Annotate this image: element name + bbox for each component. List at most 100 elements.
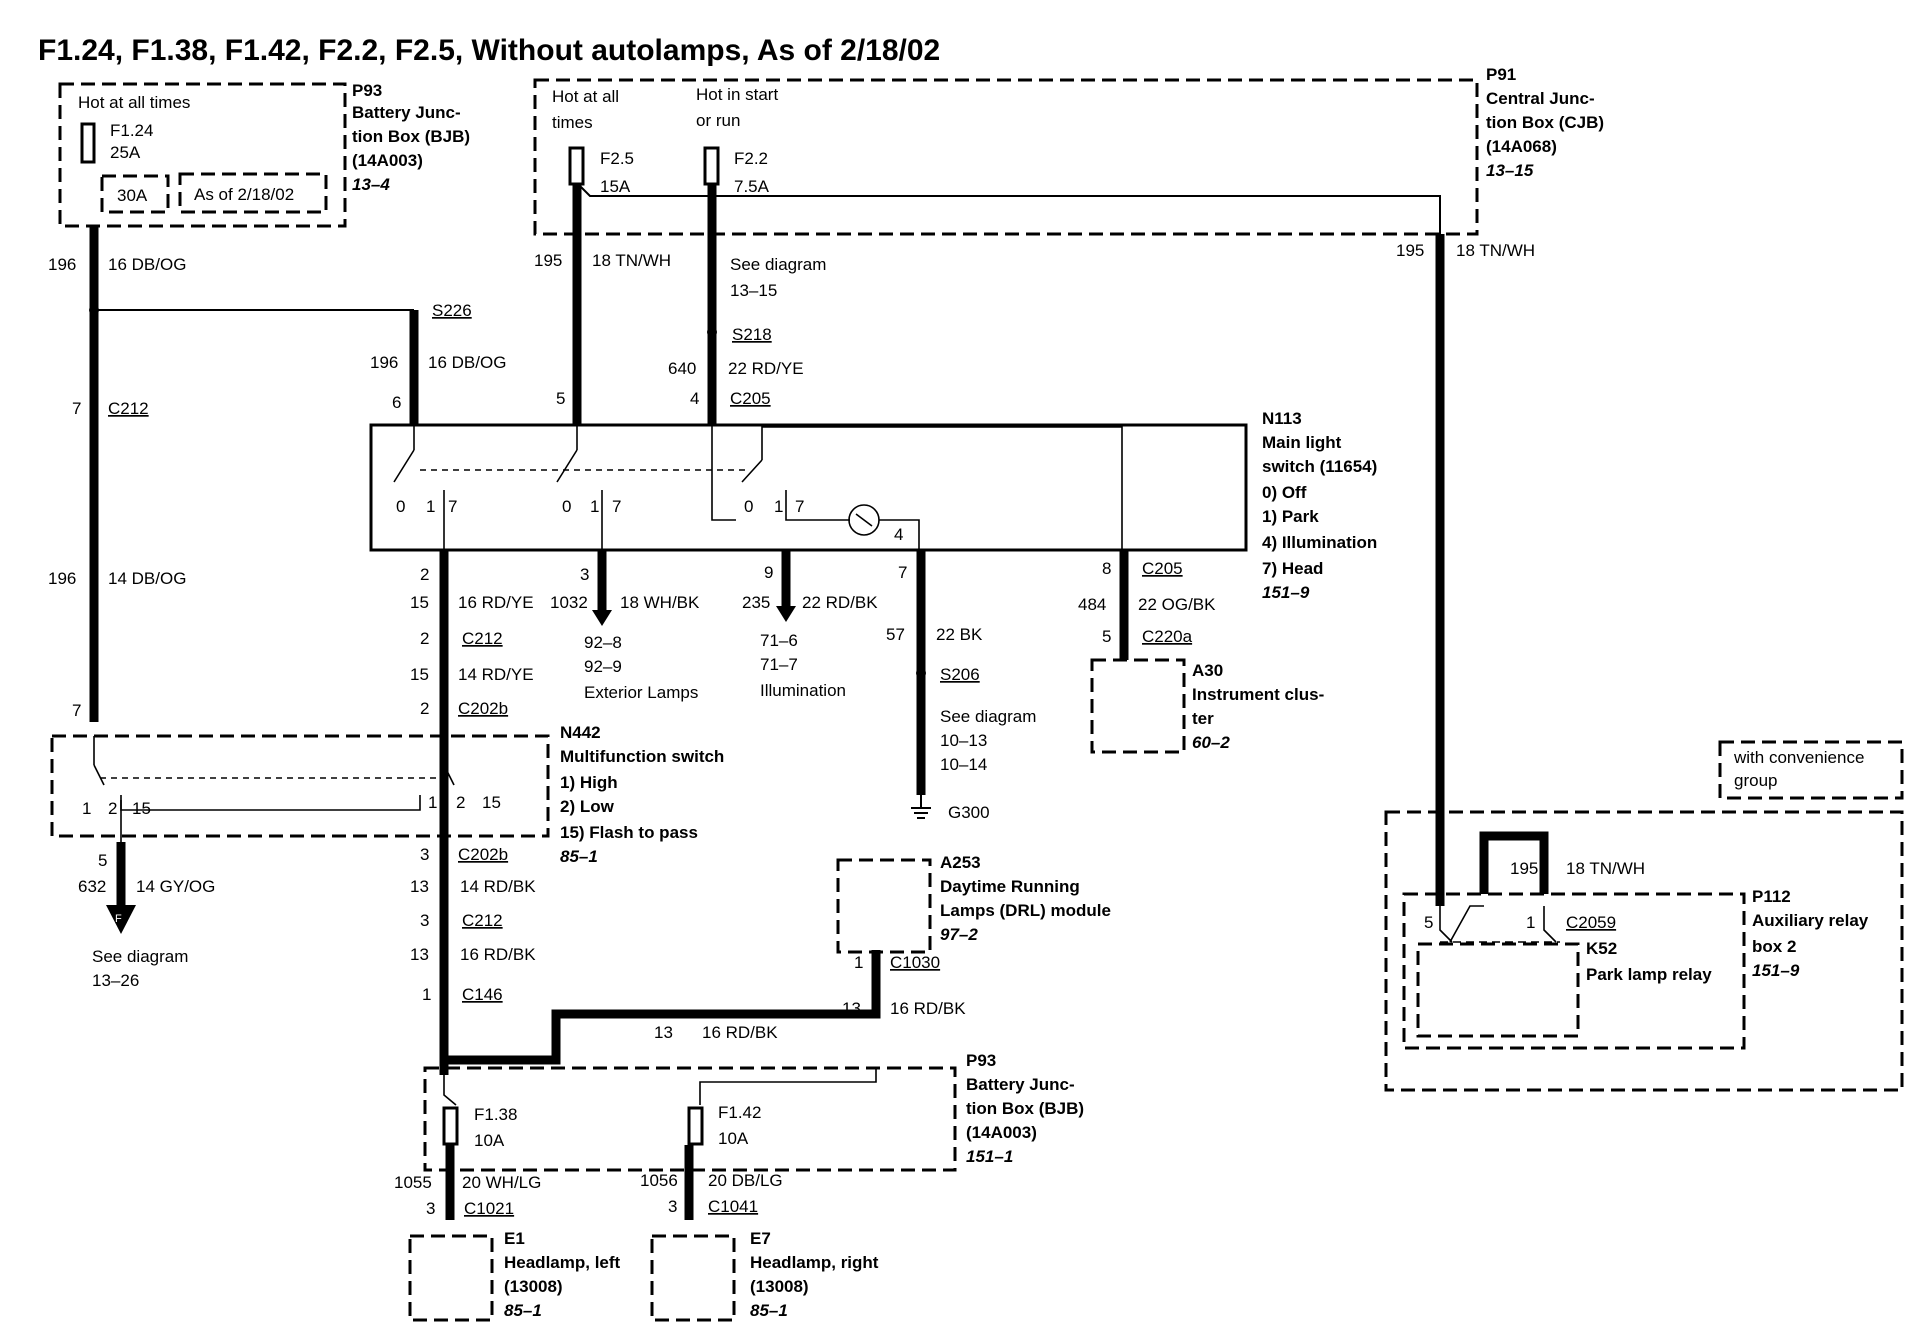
pin-n113-7: 7 — [898, 563, 907, 582]
fuse-f22-rating: 7.5A — [734, 177, 770, 196]
splice-s226: S226 — [432, 301, 472, 320]
e7-line1: Headlamp, right — [750, 1253, 879, 1272]
see-1013-line3: 10–14 — [940, 755, 987, 774]
p91-line1: Central Junc- — [1486, 89, 1595, 108]
see-1315-line2: 13–15 — [730, 281, 777, 300]
n113-position-head: 7) Head — [1262, 559, 1323, 578]
p93-top-line1: Battery Junc- — [352, 103, 461, 122]
arrow-illumination-icon — [776, 606, 796, 622]
wire-15b-gauge: 14 RD/YE — [458, 665, 534, 684]
wire-484-circuit: 484 — [1078, 595, 1106, 614]
wire-196a-circuit: 196 — [48, 255, 76, 274]
wire-13c-circuit: 13 — [654, 1023, 673, 1042]
connector-c1041: C1041 — [708, 1197, 758, 1216]
pin-c1030: 1 — [854, 953, 863, 972]
wire-13d-gauge: 16 RD/BK — [890, 999, 966, 1018]
connector-c1030: C1030 — [890, 953, 940, 972]
pin-c205-5: 5 — [556, 389, 565, 408]
see-1315-line1: See diagram — [730, 255, 826, 274]
wire-640-gauge: 22 RD/YE — [728, 359, 804, 378]
p93-bottom-bjb: F1.38 10A F1.42 10A P93 Battery Junc- ti… — [423, 1051, 1084, 1172]
wire-1055-circuit: 1055 — [394, 1173, 432, 1192]
connector-c220a: C220a — [1142, 627, 1193, 646]
n113-position-off: 0) Off — [1262, 483, 1307, 502]
wire-57-gauge: 22 BK — [936, 625, 983, 644]
e1-ref: 85–1 — [504, 1301, 542, 1320]
p91-note1-line2: times — [552, 113, 593, 132]
n113-pos0-c: 0 — [744, 497, 753, 516]
wire-484-gauge: 22 OG/BK — [1138, 595, 1216, 614]
e1-headlamp-left: E1 Headlamp, left (13008) 85–1 — [408, 1229, 621, 1322]
fuse-f138-rating: 10A — [474, 1131, 505, 1150]
n442-pos1-b: 1 — [428, 793, 437, 812]
wire-13c-gauge: 16 RD/BK — [702, 1023, 778, 1042]
splice-s226-dot — [89, 305, 99, 315]
connector-c202b-b: C202b — [458, 845, 508, 864]
fuse-f22-name: F2.2 — [734, 149, 768, 168]
see-1013-line1: See diagram — [940, 707, 1036, 726]
e1-line2: (13008) — [504, 1277, 563, 1296]
p93-bottom-line2: tion Box (BJB) — [966, 1099, 1084, 1118]
pin-p112-5: 5 — [1424, 913, 1433, 932]
n442-position-high: 1) High — [560, 773, 618, 792]
wire-57-circuit: 57 — [886, 625, 905, 644]
convenience-line2: group — [1734, 771, 1777, 790]
p93-top-ref: 13–4 — [352, 175, 390, 194]
n442-position-flash: 15) Flash to pass — [560, 823, 698, 842]
p93-top-line3: (14A003) — [352, 151, 423, 170]
p93-top-bjb: Hot at all times F1.24 25A 30A As of 2/1… — [58, 81, 470, 228]
wire-13b-gauge: 16 RD/BK — [460, 945, 536, 964]
n113-pos1-c: 1 — [774, 497, 783, 516]
splice-s218: S218 — [732, 325, 772, 344]
a253-line2: Lamps (DRL) module — [940, 901, 1111, 920]
n442-id: N442 — [560, 723, 601, 742]
illum-ref1: 71–6 — [760, 631, 798, 650]
splice-s218-dot — [707, 327, 717, 337]
wire-195a-circuit: 195 — [534, 251, 562, 270]
a30-instrument-cluster: A30 Instrument clus- ter 60–2 — [1090, 658, 1324, 754]
p91-note2-line2: or run — [696, 111, 740, 130]
exterior-ref2: 92–9 — [584, 657, 622, 676]
n442-pos15-b: 15 — [482, 793, 501, 812]
p91-note2-line1: Hot in start — [696, 85, 778, 104]
fuse-f142-name: F1.42 — [718, 1103, 761, 1122]
n442-multifunction-switch: 1 2 15 1 2 15 N442 Multifunction switch … — [50, 723, 724, 866]
n442-pos2-a: 2 — [108, 799, 117, 818]
pin-c202b-3: 3 — [420, 845, 429, 864]
fuse-f25 — [568, 146, 585, 186]
pin-n442-5: 5 — [98, 851, 107, 870]
fuse-f138 — [442, 1106, 459, 1146]
e7-line2: (13008) — [750, 1277, 809, 1296]
fuse-f142 — [687, 1106, 704, 1146]
wire-196b-circuit: 196 — [370, 353, 398, 372]
p112-line2: box 2 — [1752, 937, 1796, 956]
e7-headlamp-right: E7 Headlamp, right (13008) 85–1 — [650, 1229, 879, 1322]
connector-c146: C146 — [462, 985, 503, 1004]
p112-auxiliary-relay-box: P112 Auxiliary relay box 2 151–9 K52 Par… — [1402, 887, 1869, 1050]
see-1326-line2: 13–26 — [92, 971, 139, 990]
wire-1056-gauge: 20 DB/LG — [708, 1171, 783, 1190]
wire-13d-circuit: 13 — [842, 999, 861, 1018]
wire-235-gauge: 22 RD/BK — [802, 593, 878, 612]
wire-15a-circuit: 15 — [410, 593, 429, 612]
diagram-title: F1.24, F1.38, F1.42, F2.2, F2.5, Without… — [38, 34, 940, 67]
p93-top-id: P93 — [352, 81, 382, 100]
n113-pos1-a: 1 — [426, 497, 435, 516]
wire-195a-gauge: 18 TN/WH — [592, 251, 671, 270]
pin-n442-7: 7 — [72, 701, 81, 720]
connector-c202b-a: C202b — [458, 699, 508, 718]
p93-bottom-line1: Battery Junc- — [966, 1075, 1075, 1094]
wire-13b-circuit: 13 — [410, 945, 429, 964]
n113-ref: 151–9 — [1262, 583, 1310, 602]
pin-c212a: 7 — [72, 399, 81, 418]
arrow-f-icon — [106, 905, 136, 934]
pin-c212c: 3 — [420, 911, 429, 930]
fuse-f124-rating: 25A — [110, 143, 141, 162]
n442-ref: 85–1 — [560, 847, 598, 866]
wires — [89, 184, 1549, 1220]
wire-1032-gauge: 18 WH/BK — [620, 593, 700, 612]
wire-1032-circuit: 1032 — [550, 593, 588, 612]
a30-line1: Instrument clus- — [1192, 685, 1324, 704]
p93-bottom-ref: 151–1 — [966, 1147, 1013, 1166]
connectors: C212 7 S226 6 5 4 C205 S218 See diagram … — [72, 255, 1616, 1218]
